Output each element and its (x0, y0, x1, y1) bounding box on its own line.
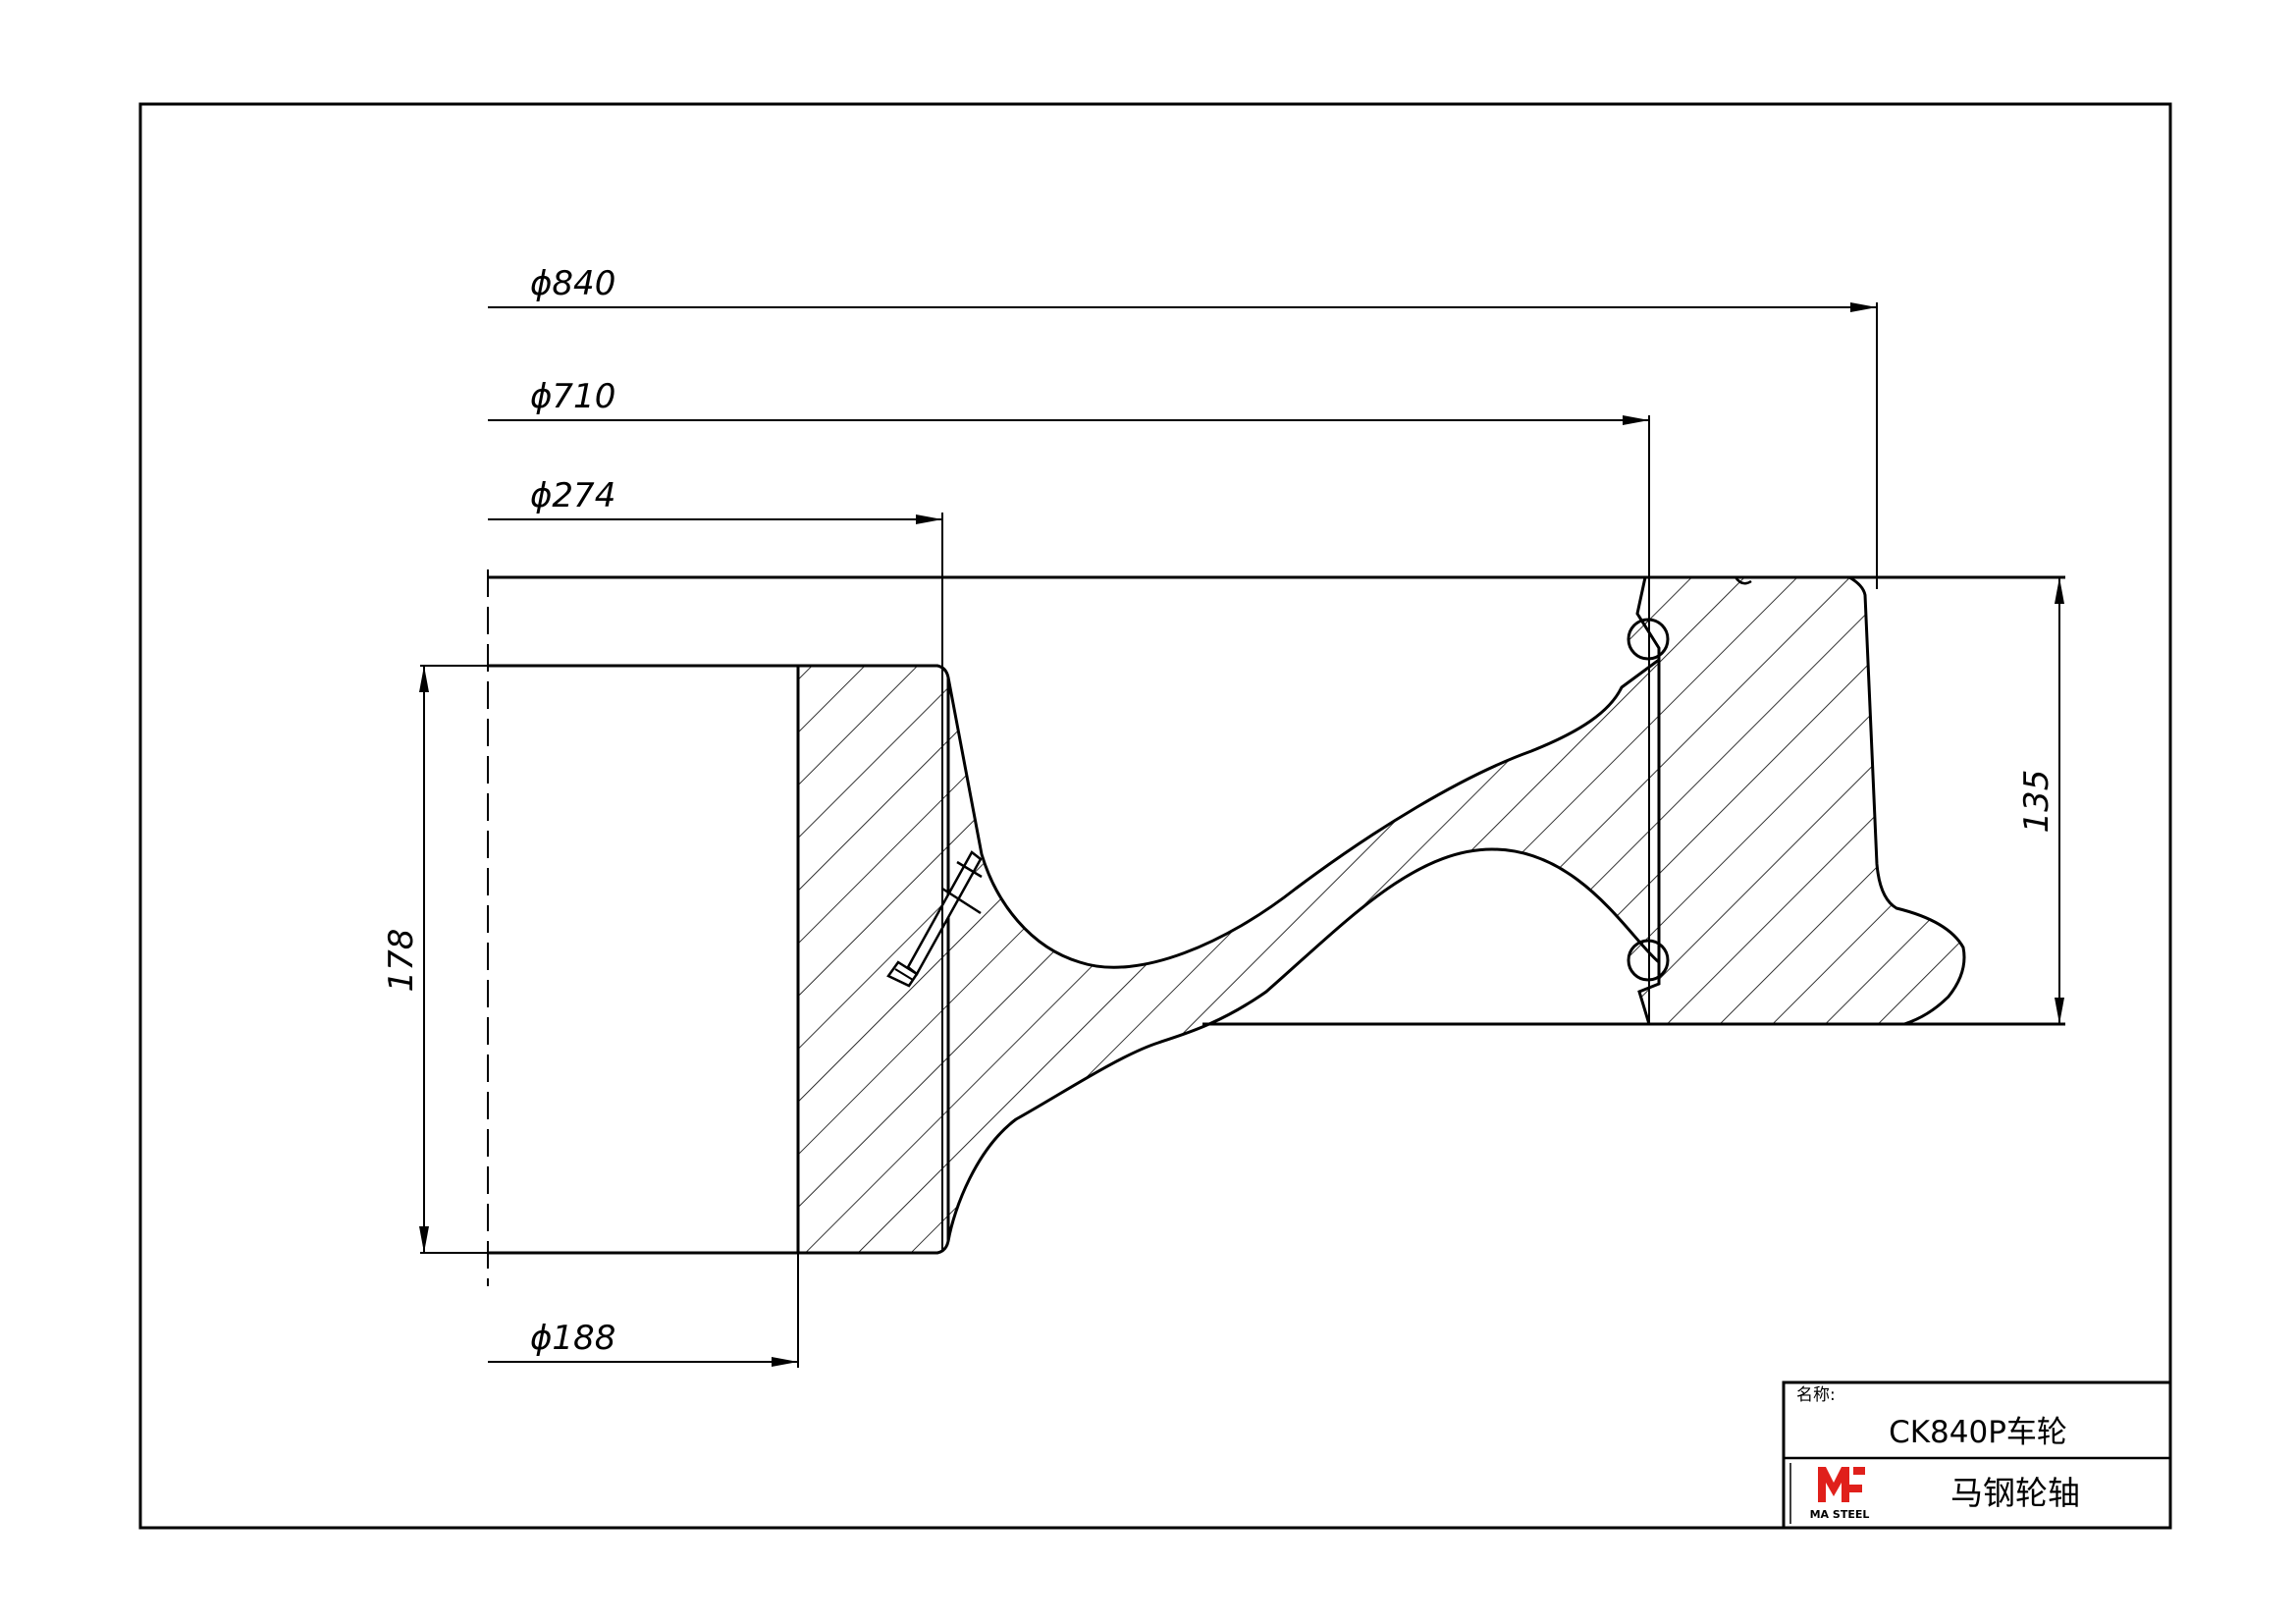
rim-section (1635, 575, 1966, 1026)
dimension-d188: ϕ188 (488, 1253, 799, 1368)
product-name: CK840P车轮 (1889, 1415, 2067, 1450)
drawing-border (138, 102, 2172, 1530)
dim-label-h135: 135 (2017, 770, 2056, 834)
dimension-d274: ϕ274 (488, 476, 943, 1251)
dimension-h135: 135 (2017, 577, 2064, 1024)
dim-label-d840: ϕ840 (530, 264, 615, 303)
wheel-section (796, 575, 1966, 1255)
dim-label-h178: 178 (382, 929, 421, 993)
dim-label-d274: ϕ274 (530, 476, 615, 515)
company-name: 马钢轮轴 (1950, 1474, 2080, 1512)
logo-text: MA STEEL (1810, 1508, 1870, 1521)
ma-steel-logo-icon: MA STEEL (1810, 1467, 1870, 1521)
dim-label-d188: ϕ188 (530, 1319, 615, 1358)
title-block: 名称: CK840P车轮 MA STEEL 马钢轮轴 (1782, 1380, 2172, 1530)
name-label: 名称: (1796, 1385, 1836, 1405)
web-section (946, 657, 1661, 1242)
dim-label-d710: ϕ710 (530, 377, 615, 416)
dimension-d840: ϕ840 (488, 264, 1878, 589)
rim-groove (1734, 576, 1752, 585)
dimension-d710: ϕ710 (488, 377, 1650, 1024)
dimension-h178: 178 (382, 665, 488, 1254)
oil-hole (886, 850, 983, 988)
